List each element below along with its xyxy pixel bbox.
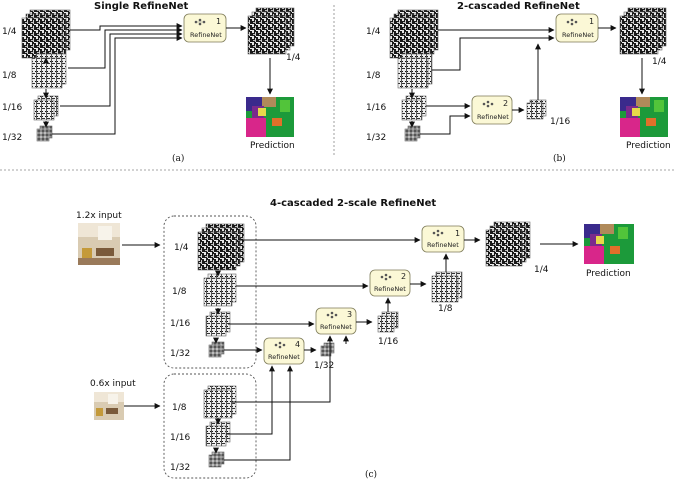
network-icon [274, 341, 286, 349]
panel-c-top-scale-1-16: 1/16 [170, 319, 190, 329]
panel-c-top-featuremap-1-8 [203, 273, 237, 307]
panel-b-scale-1-8: 1/8 [366, 71, 381, 81]
panel-c-refinenet-1-label: RefineNet [427, 241, 459, 249]
panel-c-output-scale-1-8: 1/8 [438, 304, 453, 314]
panel-b-scale-1-16: 1/16 [366, 103, 386, 113]
panel-b-refinenet-2: 2 RefineNet [471, 95, 513, 125]
network-icon [432, 229, 444, 237]
panel-b-refinenet-1-label: RefineNet [562, 31, 594, 39]
panel-c-output-featuremap-1-16 [377, 311, 399, 333]
network-icon [482, 100, 494, 108]
panel-a-scale-1-32: 1/32 [2, 133, 22, 143]
panel-c-input-2-image [94, 392, 124, 420]
panel-c-output-scale-1-4: 1/4 [534, 265, 549, 275]
panel-b-refinenet-1: 1 RefineNet [555, 13, 599, 43]
panel-b-title: 2-cascaded RefineNet [457, 1, 580, 12]
panel-c-refinenet-3-label: RefineNet [320, 323, 352, 331]
panel-a-title: Single RefineNet [94, 1, 189, 12]
panel-c-caption: (c) [365, 469, 377, 480]
panel-a-caption: (a) [172, 153, 184, 164]
panel-c-input-1-image [78, 223, 120, 265]
panel-c-bottom-scale-1-32: 1/32 [170, 463, 190, 473]
panel-c-top-scale-1-4: 1/4 [174, 243, 189, 253]
panel-c-output-featuremap-1-32 [320, 342, 335, 357]
panel-b-intermediate-featuremap [526, 99, 547, 120]
panel-a-output-featuremap [247, 7, 295, 55]
network-icon [380, 273, 392, 281]
panel-c-refinenet-1-number: 1 [455, 229, 460, 238]
panel-b-featuremap-1-32 [404, 125, 421, 142]
panel-b-output-scale-2: 1/16 [550, 117, 570, 127]
panel-c-refinenet-1: 1 RefineNet [421, 225, 465, 253]
panel-a-prediction-label: Prediction [250, 141, 295, 151]
panel-b-scale-1-4: 1/4 [366, 27, 381, 37]
panel-b: 2-cascaded RefineNet 1/4 1/8 1/16 1/32 [366, 1, 671, 164]
panel-c-bottom-featuremap-1-32 [208, 451, 225, 468]
panel-c-output-scale-1-16: 1/16 [378, 337, 398, 347]
panel-c-refinenet-3-number: 3 [347, 310, 352, 319]
panel-b-output-scale-1: 1/4 [652, 57, 667, 67]
panel-c-refinenet-2-number: 2 [401, 272, 406, 281]
panel-c-bottom-scale-1-16: 1/16 [170, 433, 190, 443]
panel-a-scale-1-8: 1/8 [2, 71, 17, 81]
panel-c-top-scale-1-8: 1/8 [172, 287, 187, 297]
panel-b-caption: (b) [553, 153, 566, 164]
panel-c-top-scale-group [163, 215, 257, 369]
panel-c-bottom-scale-1-8: 1/8 [172, 403, 187, 413]
panel-b-output-featuremap [619, 7, 667, 55]
panel-b-refinenet-2-label: RefineNet [477, 113, 509, 121]
panel-a: Single RefineNet 1/4 1/8 1/16 1/32 [2, 1, 301, 164]
panel-c-refinenet-3: 3 RefineNet [315, 307, 357, 335]
panel-c-bottom-featuremap-1-8 [203, 385, 237, 419]
network-icon [326, 311, 338, 319]
panel-a-featuremap-1-8 [31, 53, 67, 89]
panel-c-input-2-label: 0.6x input [90, 379, 136, 389]
panel-a-refinenet-label: RefineNet [190, 31, 222, 39]
panel-c-input-1-label: 1.2x input [76, 211, 122, 221]
panel-c: 4-cascaded 2-scale RefineNet 1.2x input … [76, 198, 634, 480]
panel-a-output-scale: 1/4 [286, 53, 301, 63]
panel-c-refinenet-4: 4 RefineNet [263, 337, 305, 365]
panel-b-refinenet-1-number: 1 [589, 17, 594, 26]
panel-b-scale-1-32: 1/32 [366, 133, 386, 143]
panel-c-output-scale-1-32: 1/32 [314, 361, 334, 371]
network-icon [566, 18, 578, 26]
panel-c-top-scale-1-32: 1/32 [170, 349, 190, 359]
panel-c-refinenet-4-label: RefineNet [268, 353, 300, 361]
panel-b-prediction-label: Prediction [626, 141, 671, 151]
panel-c-top-featuremap-1-32 [208, 341, 225, 358]
network-icon [194, 18, 206, 26]
panel-a-refinenet-number: 1 [216, 17, 221, 26]
panel-c-bottom-featuremap-1-16 [205, 421, 231, 447]
panel-c-refinenet-2-label: RefineNet [374, 285, 406, 293]
panel-c-prediction-label: Prediction [586, 269, 631, 279]
panel-a-refinenet-1: 1 RefineNet [183, 13, 227, 43]
panel-c-output-featuremap-1-8 [431, 271, 463, 303]
panel-c-prediction-image [584, 224, 634, 264]
panel-b-featuremap-1-16 [401, 95, 427, 121]
panel-b-refinenet-2-number: 2 [503, 99, 508, 108]
panel-c-top-featuremap-1-4 [197, 223, 245, 271]
panel-a-featuremap-1-32 [36, 125, 53, 142]
panel-c-output-featuremap-1-4 [485, 221, 531, 267]
panel-b-prediction-image [620, 97, 668, 137]
panel-a-featuremap-1-16 [33, 95, 59, 121]
panel-a-scale-1-16: 1/16 [2, 103, 22, 113]
panel-c-top-featuremap-1-16 [205, 311, 231, 337]
panel-a-scale-1-4: 1/4 [2, 27, 17, 37]
panel-c-refinenet-4-number: 4 [295, 340, 300, 349]
panel-c-refinenet-2: 2 RefineNet [369, 269, 411, 297]
panel-b-featuremap-1-4 [389, 9, 439, 59]
panel-c-bottom-scale-group [163, 373, 257, 479]
panel-c-title: 4-cascaded 2-scale RefineNet [270, 198, 436, 209]
panel-a-prediction-image [246, 97, 294, 137]
panel-a-featuremap-1-4 [21, 9, 71, 59]
panel-b-featuremap-1-8 [397, 53, 433, 89]
